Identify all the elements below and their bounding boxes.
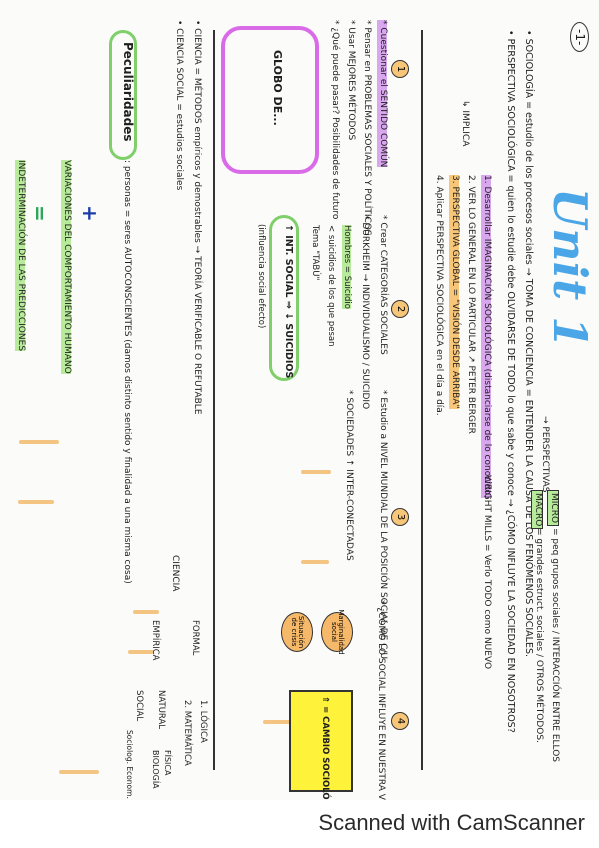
section-1-item-b: * Pensar en PROBLEMAS SOCIALES Y POLÍTIC… <box>362 20 372 236</box>
scanner-watermark: Scanned with CamScanner <box>318 810 585 835</box>
page-title: Unit 1 <box>543 188 597 349</box>
implica-item-2: 2. VER LO GENERAL EN LO PARTICULAR ↗ PET… <box>466 175 476 434</box>
macro-definition: = grandes estruct. sociales / OTROS MÉTO… <box>534 528 544 743</box>
section-1-item-d: * ¿Qué puede pasar? Posibilidades de fut… <box>330 20 340 220</box>
biologia-label: BIOLOGÍA <box>151 750 160 789</box>
formal-label: FORMAL <box>190 620 200 656</box>
ciencia-definition: • CIENCIA = MÉTODOS empíricos y demostra… <box>192 20 202 415</box>
section-1-item-a: * Cuestionar el SENTIDO COMÚN <box>377 20 388 168</box>
implica-item-1: 1. Desarrollar IMAGINACIÓN SOCIOLÓGICA (… <box>481 175 492 499</box>
ciencia-label: CIENCIA <box>170 555 180 592</box>
section-2-item-f: ↑ INT. SOCIAL ⇒ ↓ SUICIDIOS <box>283 224 294 379</box>
section-2-item-a: * Crear CATEGORÍAS SOCIALES <box>378 215 388 355</box>
section-4-number: 4 <box>391 712 409 730</box>
logica-label: 1. LÓGICA <box>198 700 208 743</box>
divider-line-2 <box>213 30 215 770</box>
section-2-item-b: * DURKHEIM → INDIVIDUALISMO / SUICIDIO <box>360 215 370 410</box>
empirica-label: EMPÍRICA <box>150 620 160 661</box>
rotated-notes: -1- Unit 1 • SOCIOLOGÍA = estudio de los… <box>15 20 597 800</box>
divider-line <box>421 30 423 770</box>
natural-label: NATURAL <box>156 690 166 730</box>
perspectiva-definition: • PERSPECTIVA SOCIOLÓGICA = quien lo est… <box>505 30 516 733</box>
sociales-list: Sociolog. Econom. Geograf. <box>125 730 134 800</box>
plus-sign: + <box>78 205 102 222</box>
highlight-mark <box>301 560 329 564</box>
ciencia-social-definition: • CIENCIA SOCIAL = estudios sociales <box>174 20 184 191</box>
section-1-number: 1 <box>391 60 409 78</box>
peculiaridad-3: INDETERMINACIÓN DE LAS PREDICCIONES <box>15 160 26 352</box>
micro-definition: = peq grupos sociales / INTERACCIÓN ENTR… <box>550 528 560 763</box>
implica-label: ↳ IMPLICA <box>460 100 470 147</box>
scanner-footer: Scanned with CamScanner <box>0 800 599 848</box>
highlight-mark <box>19 440 59 444</box>
perspectivas-label: → PERSPECTIVAS <box>540 416 550 493</box>
matematica-label: 2. MATEMÁTICA <box>182 700 192 766</box>
peculiaridades-label: Peculiaridades <box>121 42 135 142</box>
implica-item-4: 4. Aplicar PERSPECTIVA SOCIOLÓGICA en el… <box>434 175 444 416</box>
section-1-item-c: * Usar MEJORES MÉTODOS <box>346 20 356 141</box>
peculiaridad-1: : personas = seres AUTOCONSCIENTES (damo… <box>122 160 132 584</box>
macro-label: MACRO <box>531 490 543 530</box>
sociologia-definition: • SOCIOLOGÍA = estudio de los procesos s… <box>523 30 534 658</box>
fisica-label: FÍSICA <box>163 750 172 776</box>
highlight-mark <box>59 770 99 774</box>
section-2-item-c: Hombres = Suicidio <box>341 225 352 309</box>
cloud-crisis: Situación de crisis <box>281 612 313 652</box>
social-label: SOCIAL <box>134 690 144 722</box>
section-2-number: 2 <box>391 300 409 318</box>
highlight-mark <box>18 500 54 504</box>
wright-mills: WRIGHT MILLS = Verlo TODO como NUEVO <box>482 475 492 670</box>
yellow-box-text: ⇑ = CAMBIO SOCIOLÓGICO <box>320 696 330 800</box>
globe-label: GLOBO DE... <box>271 50 284 126</box>
peculiaridad-2: VARIACIONES DEL COMPORTAMIENTO HUMANO <box>61 160 72 374</box>
section-4-item-a: * ¿CÓMO LO SOCIAL INFLUYE EN NUESTRA VID… <box>376 600 386 800</box>
section-2-item-d: < suicidios de los que pesan <box>326 225 336 347</box>
cloud-marginalidad: Marginalidad social <box>321 609 353 655</box>
micro-label: MICRO <box>547 490 559 527</box>
page-number: -1- <box>569 22 589 53</box>
section-3-item-b: * SOCIEDADES ↑ INTER-CONECTADAS <box>344 390 354 561</box>
implica-item-3: 3. PERSPECTIVA GLOBAL = "VISIÓN DESDE AR… <box>449 175 460 409</box>
highlight-mark <box>301 470 331 474</box>
highlight-mark <box>133 610 159 614</box>
section-2-item-e: Tema "TABÚ" <box>310 225 320 281</box>
equals-sign: = <box>28 205 52 222</box>
scanned-page: -1- Unit 1 • SOCIOLOGÍA = estudio de los… <box>15 20 597 800</box>
section-2-item-g: (influencia social efecto) <box>256 224 266 329</box>
section-3-number: 3 <box>391 508 409 526</box>
